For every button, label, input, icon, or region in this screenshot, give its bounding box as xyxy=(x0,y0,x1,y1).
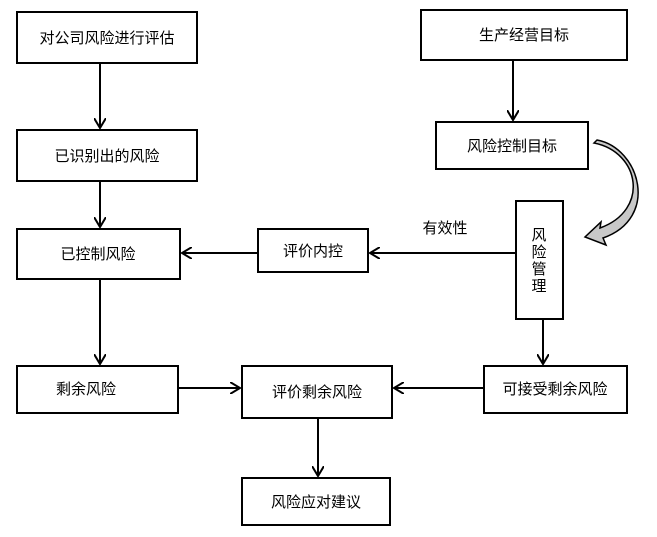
node-identified: 已识别出的风险 xyxy=(16,129,198,182)
node-acceptable: 可接受剩余风险 xyxy=(483,365,628,414)
curved-arrow xyxy=(583,139,639,247)
svg-text:生产经营目标: 生产经营目标 xyxy=(479,26,569,44)
svg-text:风险控制目标: 风险控制目标 xyxy=(467,137,557,155)
svg-text:已控制风险: 已控制风险 xyxy=(60,245,135,263)
svg-text:已识别出的风险: 已识别出的风险 xyxy=(54,147,159,165)
node-response: 风险应对建议 xyxy=(241,477,391,526)
node-goal: 生产经营目标 xyxy=(420,9,628,61)
node-control-goal: 风险控制目标 xyxy=(435,121,589,170)
svg-text:理: 理 xyxy=(531,277,546,295)
label-effectiveness: 有效性 xyxy=(422,219,467,237)
node-residual: 剩余风险 xyxy=(16,365,179,414)
svg-text:风险应对建议: 风险应对建议 xyxy=(271,493,361,511)
svg-text:险: 险 xyxy=(531,243,546,261)
svg-text:评价内控: 评价内控 xyxy=(283,242,343,260)
node-assess: 对公司风险进行评估 xyxy=(16,11,198,64)
svg-text:对公司风险进行评估: 对公司风险进行评估 xyxy=(39,29,174,47)
node-risk-management: 风 险 管 理 xyxy=(515,200,564,320)
svg-text:评价剩余风险: 评价剩余风险 xyxy=(272,383,362,401)
node-eval-ic: 评价内控 xyxy=(257,228,369,273)
node-controlled: 已控制风险 xyxy=(16,228,181,280)
svg-text:风: 风 xyxy=(531,226,546,244)
svg-text:管: 管 xyxy=(531,260,546,278)
node-eval-residual: 评价剩余风险 xyxy=(241,365,393,419)
svg-text:剩余风险: 剩余风险 xyxy=(56,380,116,398)
svg-text:可接受剩余风险: 可接受剩余风险 xyxy=(502,380,607,398)
